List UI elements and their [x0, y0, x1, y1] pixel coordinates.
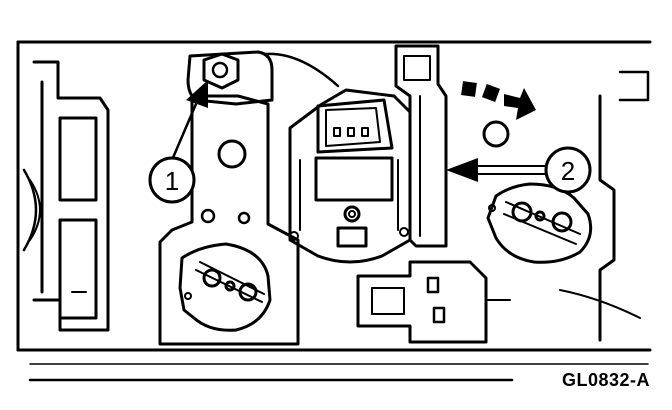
right-mount [486, 182, 593, 264]
callout-2-arrow [446, 158, 549, 182]
panel-frame [16, 40, 652, 352]
left-bracket [22, 60, 110, 332]
vertical-bracket [394, 44, 448, 248]
mounting-plate [158, 94, 300, 346]
bolt-1 [186, 50, 274, 106]
locator-hole [461, 81, 536, 148]
ground-wire [264, 52, 340, 88]
bottom-rule [28, 363, 649, 382]
lower-connector [356, 260, 511, 344]
callout-1-leader [170, 80, 208, 162]
right-frame [559, 70, 650, 342]
figure-code: GL0832-A [561, 370, 650, 390]
callout-1-number: 1 [165, 166, 179, 196]
callout-1: 1 [148, 156, 196, 204]
lower-left-mount [178, 242, 272, 332]
callout-2-number: 2 [561, 156, 575, 186]
center-module [288, 88, 412, 264]
callout-2: 2 [544, 146, 592, 194]
